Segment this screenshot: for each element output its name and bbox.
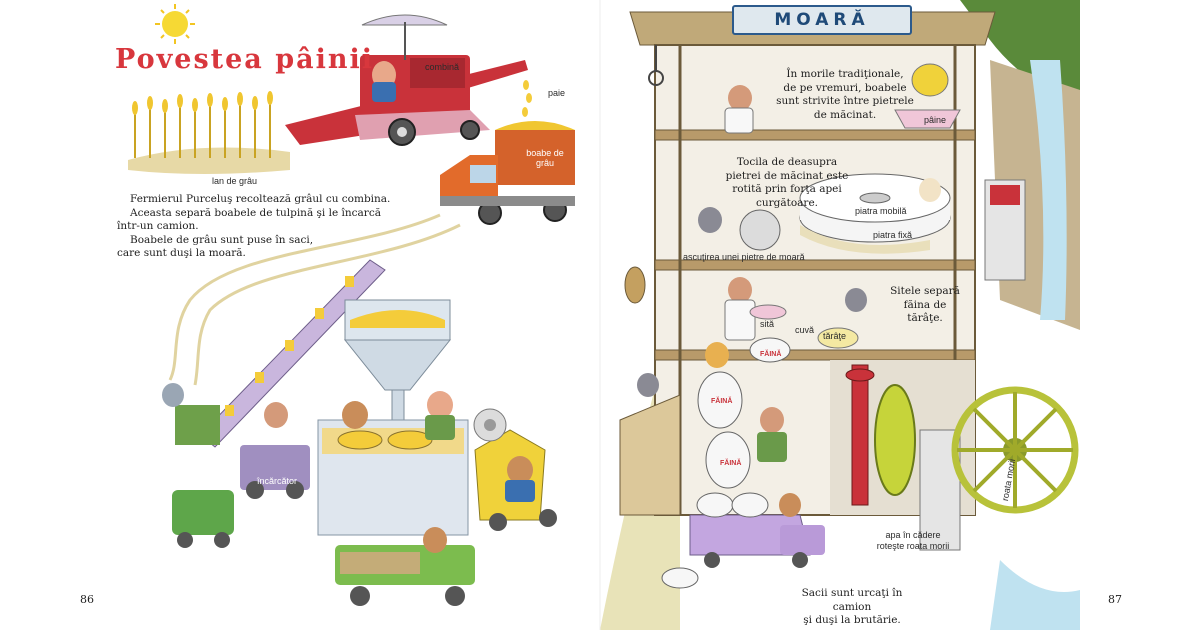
grain-elevator-drawing <box>162 259 386 499</box>
floor2-caption: Tocila de deasupra pietrei de măcinat es… <box>722 156 852 210</box>
caption-line: Tocila de deasupra <box>736 156 838 168</box>
label-line: apa în cădere <box>885 530 941 540</box>
caption-line: În morile tradiţionale, <box>786 68 904 80</box>
grain-hopper-drawing <box>317 299 469 536</box>
sorting-machine-drawing <box>473 408 557 531</box>
shed-and-tools-drawing <box>624 45 961 304</box>
wheat-field-drawing <box>128 91 290 174</box>
combine-harvester-drawing <box>285 14 532 146</box>
grain-truck-drawing <box>440 121 575 225</box>
label-piatra-mobila: piatra mobilă <box>855 206 907 216</box>
label-ascutirea: ascuţirea unei pietre de moară <box>683 252 805 262</box>
waterfall-drawing <box>990 60 1080 630</box>
page-title: Povestea pâinii <box>115 44 374 75</box>
label-combina: combină <box>425 62 460 72</box>
caption-line: de măcinat. <box>813 108 877 121</box>
millstone-drawing <box>698 173 951 254</box>
caption-line: şi duşi la brutărie. <box>803 614 901 626</box>
flour-sacks-drawing <box>637 337 791 489</box>
caption-line: Sacii sunt urcaţi în camion <box>801 587 903 613</box>
story-line: care sunt duşi la moară. <box>117 247 246 259</box>
sieve-workers-drawing <box>724 277 867 349</box>
caption-line: pietrei de măcinat este <box>725 169 849 182</box>
delivery-truck-drawing <box>661 492 825 589</box>
caption-line: sunt strivite între pietrele <box>776 95 914 107</box>
bottom-caption: Sacii sunt urcaţi în camion şi duşi la b… <box>782 587 922 628</box>
story-line: Aceasta separă boabele de tulpină şi le … <box>130 206 381 219</box>
page-number-right: 87 <box>1108 593 1122 606</box>
sun-drawing <box>155 4 195 44</box>
caption-line: făina de tărâţe. <box>903 298 947 325</box>
label-faina: FĂINĂ <box>711 398 733 405</box>
water-wheel-drawing <box>951 179 1079 514</box>
label-incarcator: încărcător <box>257 476 298 486</box>
label-cuva: cuvă <box>795 325 815 335</box>
label-sita: sită <box>760 319 775 329</box>
floor1-caption: În morile tradiţionale, de pe vremuri, b… <box>770 68 920 122</box>
page-number-left: 86 <box>80 593 94 606</box>
caption-line: de pe vremuri, boabele <box>783 81 907 94</box>
label-lan-de-grau: lan de grâu <box>212 176 258 186</box>
caption-line: rotită prin forţa apei <box>732 183 842 195</box>
mill-sign: MOARĂ <box>732 5 912 35</box>
label-piatra-fixa: piatra fixă <box>873 230 913 240</box>
label-paie: paie <box>548 88 566 98</box>
left-story-paragraph-1: Fermierul Purceluş recoltează grâul cu c… <box>130 193 390 220</box>
story-line: Fermierul Purceluş recoltează grâul cu c… <box>130 193 391 205</box>
floor3-caption: Sitele separă făina de tărâţe. <box>885 285 965 326</box>
dirt-road-drawing <box>168 213 461 386</box>
caption-line: curgătoare. <box>755 196 818 209</box>
label-apa-in-cadere: apa în cădere roteşte roata morii <box>868 530 958 552</box>
label-faina: FĂINĂ <box>720 460 742 467</box>
gear-and-shaft-drawing <box>845 364 961 551</box>
label-boabe-de-grau: boabe de grâu <box>526 148 564 168</box>
caption-line: Sitele separă <box>890 285 960 297</box>
story-line: Boabele de grâu sunt puse în saci, <box>130 234 314 246</box>
label-faina: FĂINĂ <box>760 351 782 358</box>
story-line: într-un camion. <box>117 220 199 232</box>
label-paine: pâine <box>924 115 947 125</box>
label-tarate: tărâţe <box>823 331 847 341</box>
label-line: roteşte roata morii <box>876 541 950 551</box>
green-trucks-drawing <box>172 490 475 606</box>
